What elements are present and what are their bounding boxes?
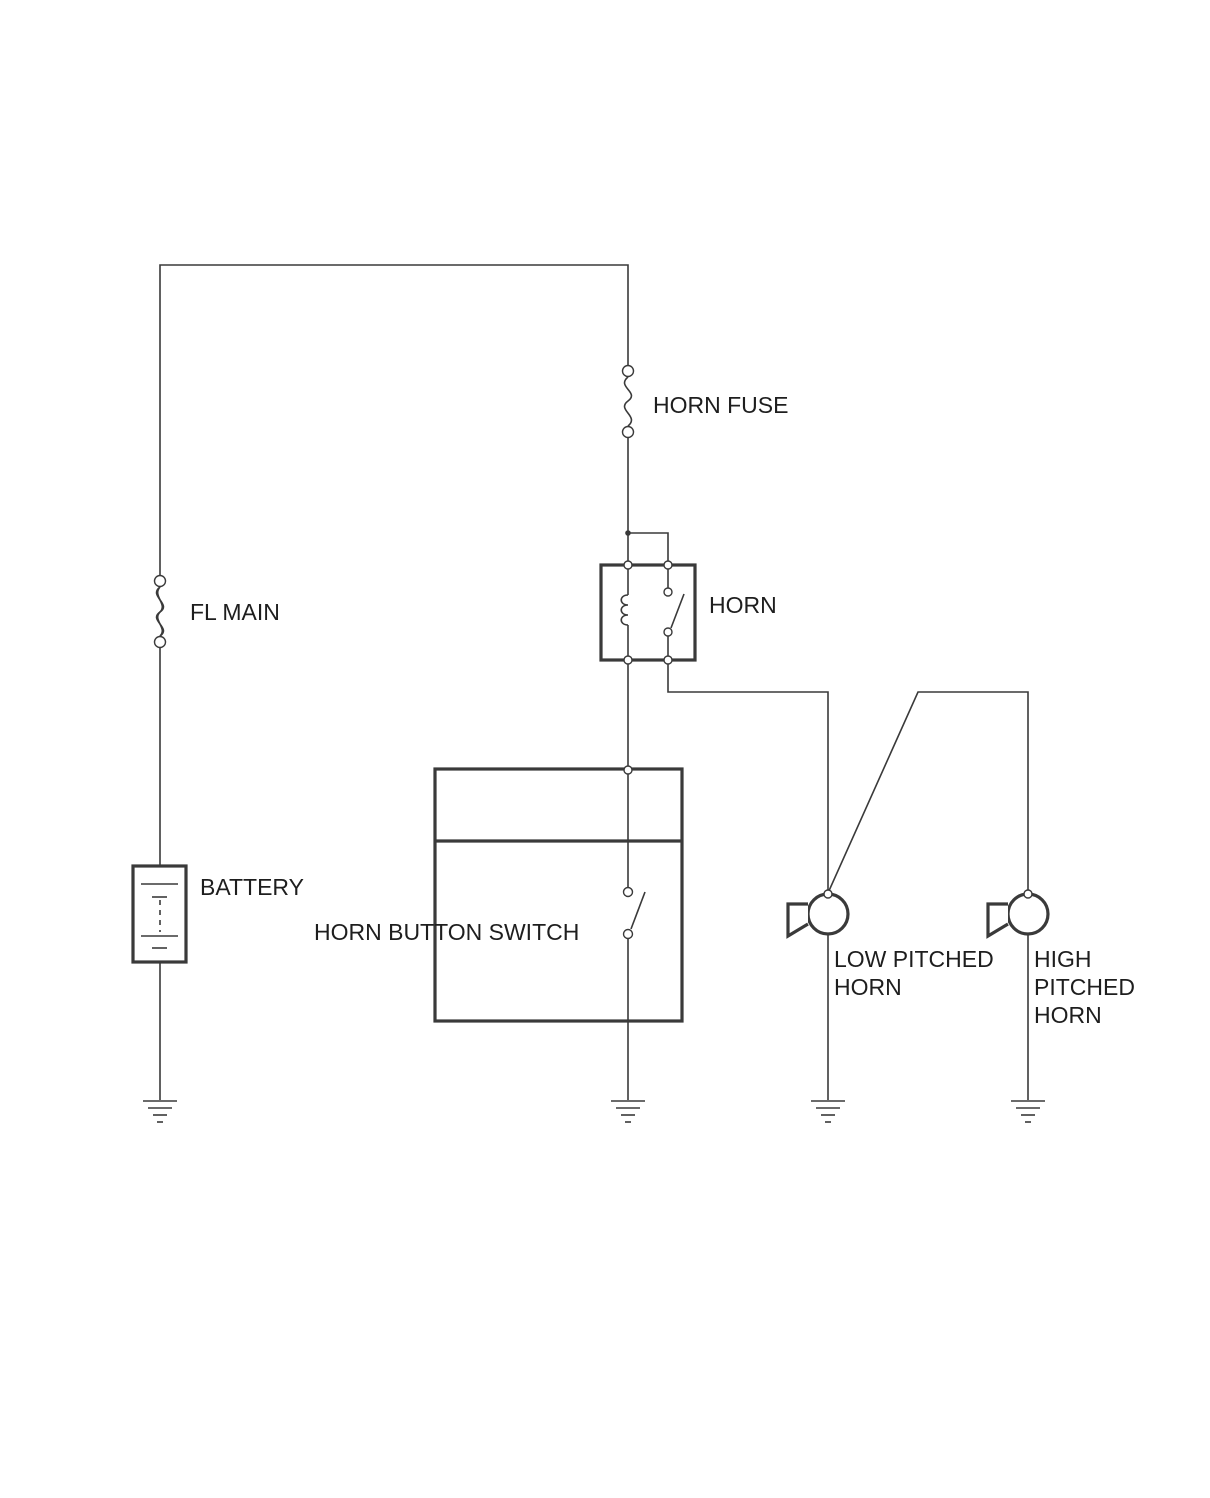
high-pitched-horn-label: HIGH PITCHED HORN: [1034, 946, 1141, 1028]
fusible-link-icon: [153, 574, 167, 649]
wire-horn-grounds: [827, 935, 1029, 1100]
battery-label: BATTERY: [200, 874, 304, 900]
wire-relay-to-horns: [667, 660, 1029, 894]
low-pitched-horn-label: LOW PITCHED HORN: [834, 946, 1000, 1000]
fuse-icon: [621, 364, 635, 439]
horn-icon: [986, 889, 1050, 939]
horn-relay-label: HORN: [709, 592, 777, 618]
wire-fuse-to-relay: [627, 432, 669, 564]
battery-icon: [131, 864, 188, 964]
ground-icon: [811, 1100, 845, 1123]
fl-main-label: FL MAIN: [190, 599, 280, 625]
horn-icon: [786, 889, 850, 939]
wire-battery-to-top: [159, 264, 629, 1100]
ground-icon: [611, 1100, 645, 1123]
wiring: [159, 264, 1029, 1100]
ground-icon: [143, 1100, 177, 1123]
ground-icon: [1011, 1100, 1045, 1123]
horn-button-switch-label: HORN BUTTON SWITCH: [314, 919, 579, 945]
relay-icon: [599, 530, 697, 665]
switch-icon: [433, 765, 684, 1023]
horn-fuse-label: HORN FUSE: [653, 392, 788, 418]
